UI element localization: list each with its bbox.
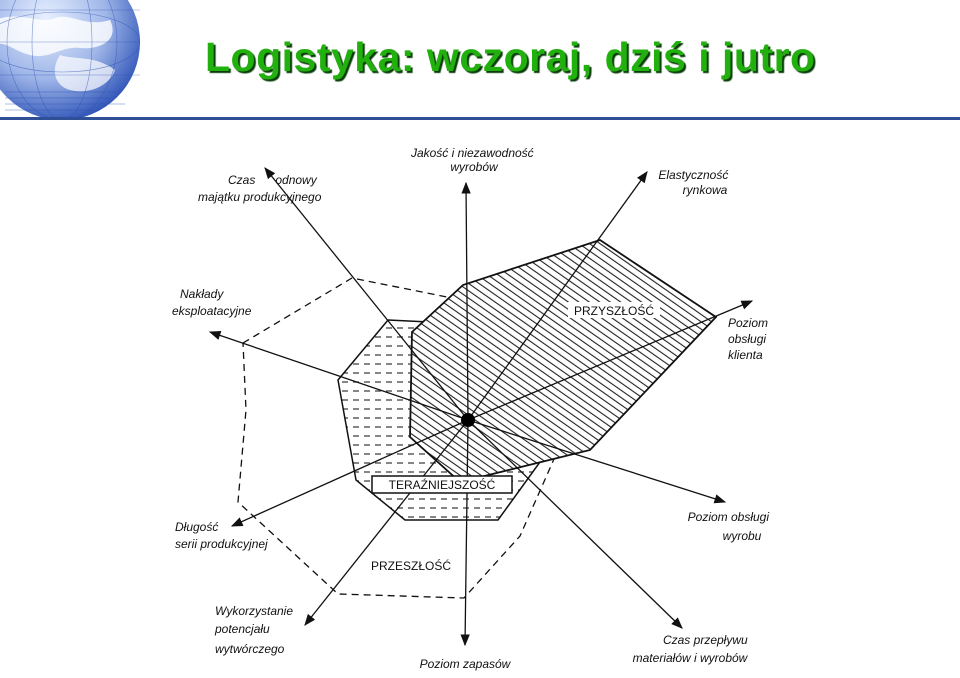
axis-czas-przeplywu (467, 419, 683, 629)
axis-elastycznosc (467, 171, 648, 421)
axis-obsluga-klienta (467, 300, 754, 421)
axis-wykorzystanie (304, 419, 469, 626)
axis-dlugosc (230, 419, 469, 527)
label-wykorzystanie: Wykorzystanie potencjału wytwórczego (214, 604, 296, 656)
zone-present-label-box (371, 475, 513, 494)
center-point (461, 413, 475, 427)
header-divider (0, 117, 960, 120)
axis-jakosc (461, 181, 471, 421)
zone-future-label-bg (568, 302, 660, 318)
label-czas-przeplywu: Czas przepływu materiałów i wyrobów (633, 633, 751, 665)
label-jakosc: Jakość i niezawodność wyrobów (410, 146, 537, 174)
label-naklady: Nakłady eksploatacyjne (172, 287, 252, 318)
globe-icon (0, 0, 140, 118)
slide-header: Logistyka: wczoraj, dziś i jutro (0, 0, 960, 120)
axis-zapasy (460, 419, 470, 647)
label-zapasy: Poziom zapasów (420, 657, 512, 671)
zone-past-label: PRZESZŁOŚĆ (371, 558, 451, 573)
label-dlugosc: Długość serii produkcyjnej (175, 520, 268, 551)
axis-naklady (208, 330, 469, 421)
axis-czas-odnowy (264, 167, 469, 421)
radar-diagram: Jakość i niezawodność wyrobów Elastyczno… (0, 120, 960, 673)
label-czas-odnowy: Czas odnowy majątku produkcyjnego (0, 120, 340, 204)
label-obsluga-wyrobu: Poziom obsługi wyrobu (688, 510, 773, 543)
zone-future-label: PRZYSZŁOŚĆ (574, 303, 654, 318)
zone-past-outline (237, 277, 559, 599)
page-title: Logistyka: wczoraj, dziś i jutro (205, 34, 816, 80)
zone-future-area (409, 239, 718, 483)
label-obsluga-klienta: Poziom obsługi klienta (728, 316, 771, 362)
zone-present-label: TERAŹNIEJSZOŚĆ (389, 477, 496, 492)
label-elastycznosc: Elastyczność rynkowa (658, 168, 731, 197)
axis-obsluga-wyrobu (467, 419, 727, 504)
